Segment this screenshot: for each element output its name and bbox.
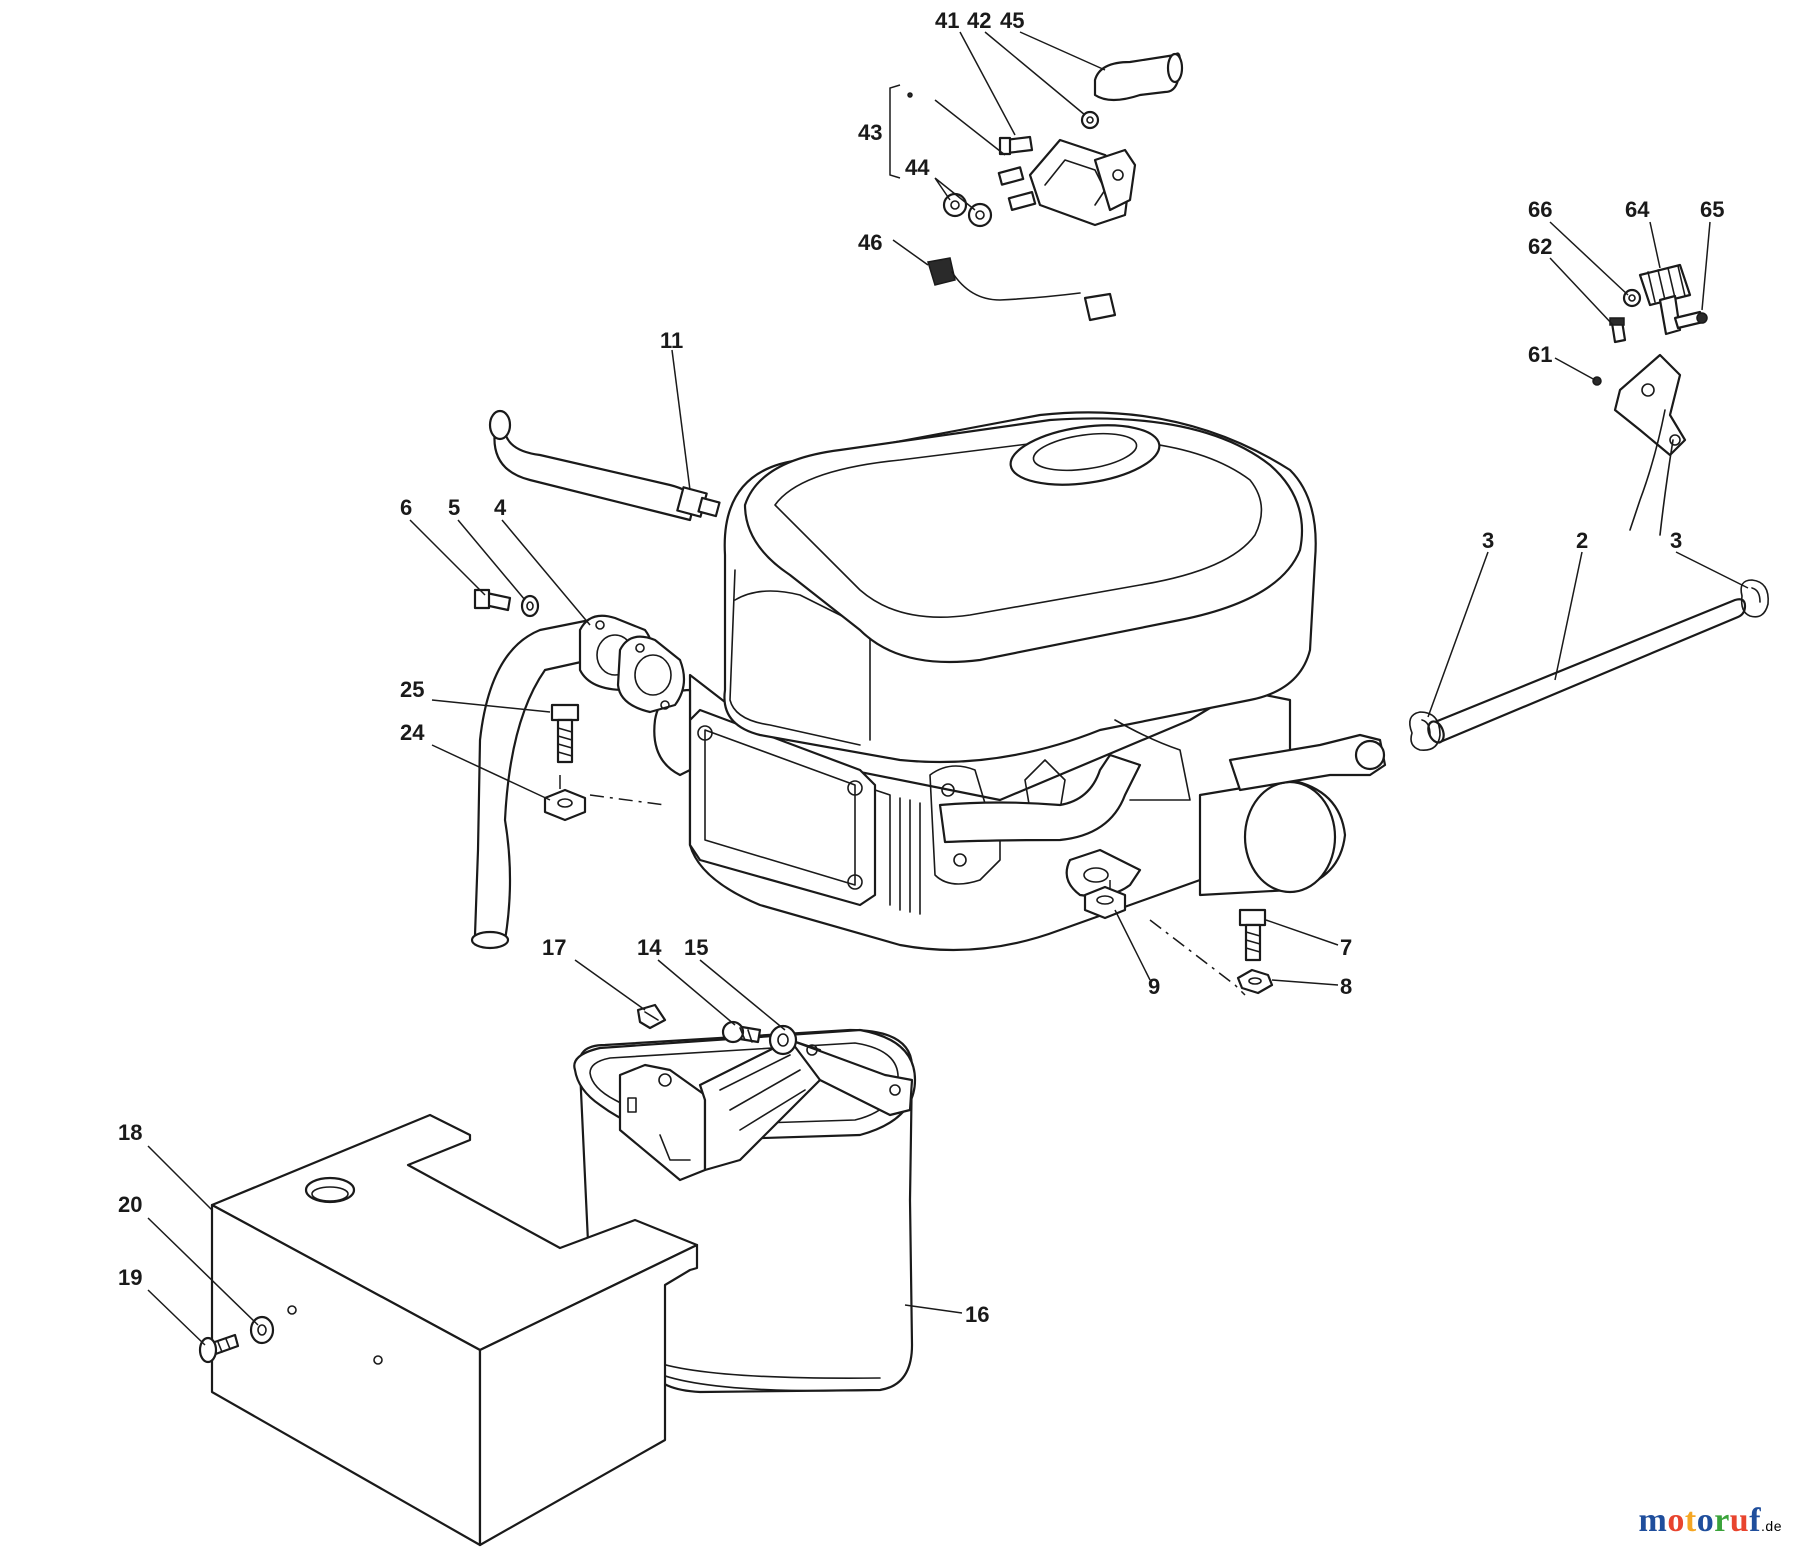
callout-5: 5 (448, 495, 460, 520)
callout-45: 45 (1000, 8, 1024, 33)
callout-66: 66 (1528, 197, 1552, 222)
hose-clamp-3a (1409, 711, 1441, 752)
callout-41: 41 (935, 8, 959, 33)
fuel-pump-fitting (1228, 733, 1387, 792)
bolt-25 (550, 703, 580, 722)
logo-suffix: .de (1761, 1518, 1782, 1534)
fuel-hose-11 (488, 409, 721, 522)
callout-3-left: 3 (1482, 528, 1494, 553)
flywheel-cover (743, 417, 1304, 664)
nut-42 (1080, 110, 1100, 130)
spring-64 (1638, 263, 1692, 307)
fuel-line-assembly (1409, 579, 1769, 752)
engine-assembly (653, 411, 1387, 952)
logo-letter: u (1729, 1502, 1750, 1539)
heat-shield-side (478, 1243, 699, 1547)
callout-46: 46 (858, 230, 882, 255)
air-intake-opening (1009, 424, 1161, 486)
bolt-7 (1238, 908, 1267, 927)
washer-5 (520, 594, 540, 618)
exhaust-pipe-stub (938, 753, 1142, 844)
intake-elbow-tube (473, 618, 592, 942)
logo-letter: r (1714, 1502, 1730, 1539)
callout-15: 15 (684, 935, 708, 960)
nut-24 (543, 788, 587, 822)
logo-letter: m (1638, 1502, 1668, 1539)
callout-65: 65 (1700, 197, 1724, 222)
heat-shield-cover-18 (210, 1113, 699, 1547)
heat-shield-hole (304, 1176, 356, 1204)
logo-wordmark: motoruf (1639, 1502, 1762, 1539)
callout-3-right: 3 (1670, 528, 1682, 553)
logo-letter: o (1696, 1502, 1715, 1539)
callout-19: 19 (118, 1265, 142, 1290)
motoruf-logo: motoruf.de (1639, 1502, 1782, 1540)
fuel-line-2 (1428, 598, 1747, 744)
flange-gasket-4b (616, 635, 686, 714)
connector-46b (1083, 292, 1117, 322)
leader-lines (147, 31, 1749, 1346)
hose-clamp-3b (1740, 579, 1769, 618)
wire-46 (951, 271, 1081, 301)
screw-61 (1592, 376, 1602, 386)
callout-9: 9 (1148, 974, 1160, 999)
solenoid-assembly (889, 52, 1184, 322)
callout-16: 16 (965, 1302, 989, 1327)
lock-washer-8 (1236, 968, 1274, 995)
throttle-control-assembly (1592, 263, 1708, 536)
callout-4: 4 (494, 495, 507, 520)
callout-24: 24 (400, 720, 425, 745)
callout-42: 42 (967, 8, 991, 33)
callout-17: 17 (542, 935, 566, 960)
callout-61: 61 (1528, 342, 1552, 367)
bracket-43 (889, 84, 901, 179)
callout-44: 44 (905, 155, 930, 180)
logo-letter: f (1749, 1502, 1762, 1539)
callout-2: 2 (1576, 528, 1588, 553)
callout-labels: 41 42 45 43 44 46 11 6 5 4 25 24 66 64 6… (118, 8, 1724, 1327)
callout-62: 62 (1528, 234, 1552, 259)
nut-66 (1622, 288, 1642, 308)
connector-46a (927, 257, 956, 286)
callout-43: 43 (858, 120, 882, 145)
engine-mount-foot (1065, 848, 1142, 898)
solenoid-mount-plate (1093, 148, 1137, 212)
nut-9 (1083, 885, 1127, 920)
callout-7: 7 (1340, 935, 1352, 960)
engine-mount-hardware (1083, 880, 1274, 996)
lock-washer-15 (768, 1024, 798, 1056)
callout-18: 18 (118, 1120, 142, 1145)
callout-6: 6 (400, 495, 412, 520)
logo-letter: o (1667, 1502, 1685, 1539)
logo-letter: t (1684, 1502, 1697, 1539)
callout-20: 20 (118, 1192, 142, 1217)
callout-14: 14 (637, 935, 662, 960)
callout-25: 25 (400, 677, 424, 702)
throttle-bracket-61 (1613, 353, 1687, 457)
terminal-boot-45 (1093, 52, 1182, 102)
callout-8: 8 (1340, 974, 1352, 999)
intake-elbow-assembly (470, 588, 686, 950)
callout-11: 11 (660, 328, 683, 353)
callout-64: 64 (1625, 197, 1650, 222)
